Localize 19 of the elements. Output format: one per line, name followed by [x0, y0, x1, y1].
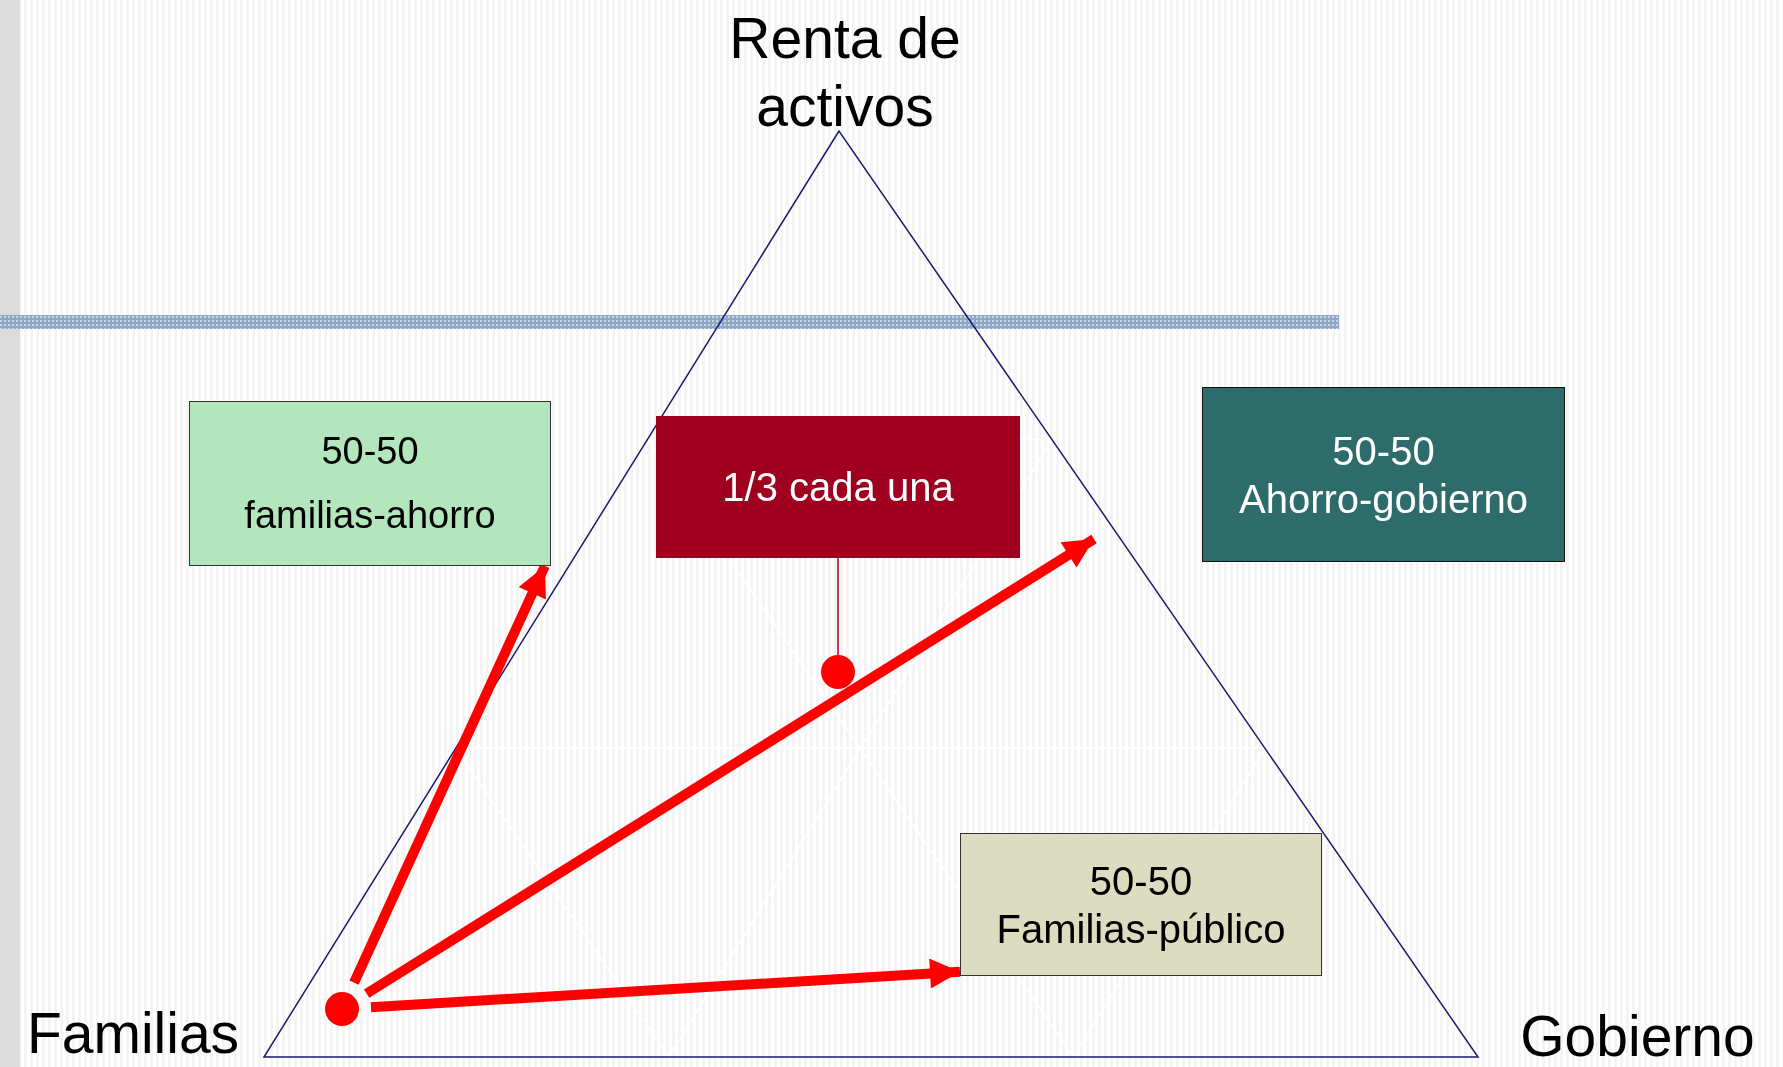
vertex-label: Renta de activos: [728, 4, 962, 140]
point-marker: [821, 655, 855, 689]
arrow: [363, 534, 1097, 998]
box-label: Ahorro-gobierno: [1238, 475, 1529, 523]
connector-line: [837, 557, 839, 656]
vertex-label: Familias: [26, 1000, 240, 1067]
box-heading: 50-50: [321, 428, 419, 474]
box-label: Familias-público: [996, 905, 1286, 953]
vertex-label: Gobierno: [1520, 1002, 1755, 1067]
label-box: [656, 416, 1020, 558]
box-label: familias-ahorro: [244, 492, 496, 538]
point-marker: [325, 992, 359, 1026]
label-box: [189, 401, 551, 566]
arrow: [370, 958, 961, 1013]
label-box: [960, 833, 1322, 976]
box-heading: 50-50: [1089, 857, 1193, 905]
box-heading: 50-50: [1332, 427, 1435, 475]
box-label: 1/3 cada una: [722, 464, 954, 511]
label-box: [1202, 387, 1565, 562]
